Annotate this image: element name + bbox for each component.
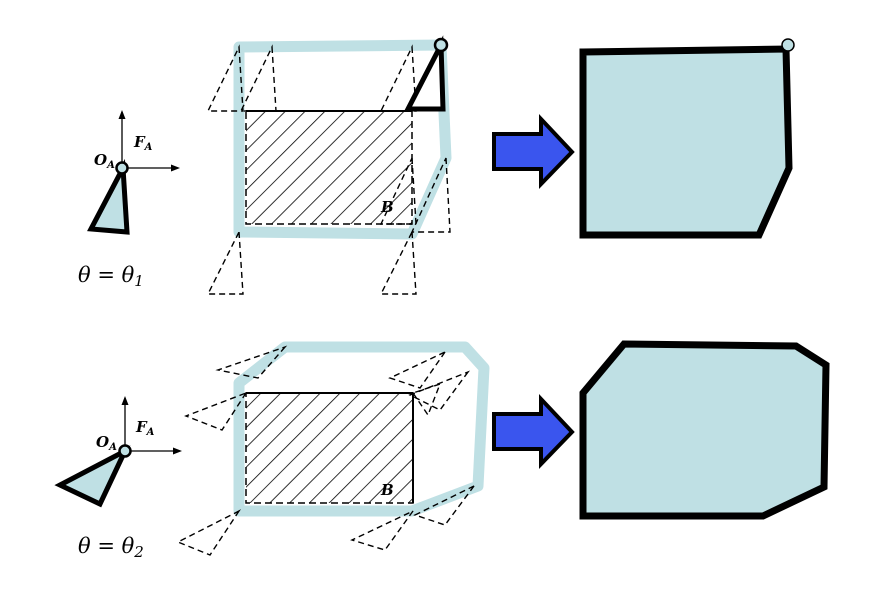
robot-ghost	[413, 485, 475, 526]
robot-triangle	[87, 158, 130, 235]
robot-frame-2: FA OA θ = θ2	[54, 396, 182, 561]
theta-label-2: θ = θ2	[78, 534, 144, 561]
robot-ghost	[379, 157, 417, 225]
origin-label: OA	[96, 433, 117, 453]
obstacle-construction-2: B	[176, 341, 490, 556]
robot-ghost	[379, 44, 417, 112]
right-arrow-icon	[492, 113, 575, 189]
frame-x-arrowhead	[171, 164, 180, 172]
frame-x-arrowhead	[173, 447, 182, 455]
origin-pivot	[433, 37, 449, 53]
origin-label: OA	[94, 151, 115, 171]
robot-ghost	[408, 370, 471, 411]
robot-triangle	[54, 445, 131, 508]
obstacle-hatch	[246, 111, 412, 224]
frame-y-arrowhead	[118, 110, 126, 119]
robot-triangle	[403, 35, 446, 112]
frame-label: FA	[135, 418, 155, 438]
origin-marker	[781, 38, 795, 52]
obstacle-hatch	[246, 393, 413, 503]
obstacle-label: B	[380, 198, 394, 216]
robot-ghost	[388, 350, 448, 389]
row-2: FA OA θ = θ2 B	[54, 340, 830, 561]
c-obstacle-shape	[579, 45, 793, 239]
robot-ghost	[239, 44, 277, 112]
robot-ghost	[379, 229, 417, 295]
robot-ghost	[411, 382, 442, 417]
row-1: FA OA θ = θ1 B	[78, 35, 795, 295]
theta-label-1: θ = θ1	[78, 263, 144, 290]
c-obstacle-shape	[579, 340, 830, 520]
robot-ghost	[206, 229, 244, 295]
robot-ghost	[215, 345, 288, 379]
robot-ghost	[206, 44, 244, 112]
robot-ghost	[410, 157, 451, 233]
obstacle-label: B	[380, 481, 394, 499]
robot-ghost	[350, 510, 414, 551]
right-arrow-icon	[492, 393, 575, 469]
c-obstacle-outline	[233, 341, 490, 517]
frame-y-arrowhead	[121, 396, 129, 405]
origin-pivot	[115, 161, 129, 175]
robot-frame-1: FA OA θ = θ1	[78, 110, 180, 290]
frame-label: FA	[133, 133, 153, 153]
robot-ghost	[176, 509, 242, 556]
origin-pivot	[118, 444, 132, 458]
obstacle-construction-1: B	[206, 35, 452, 295]
robot-ghost	[184, 391, 248, 431]
